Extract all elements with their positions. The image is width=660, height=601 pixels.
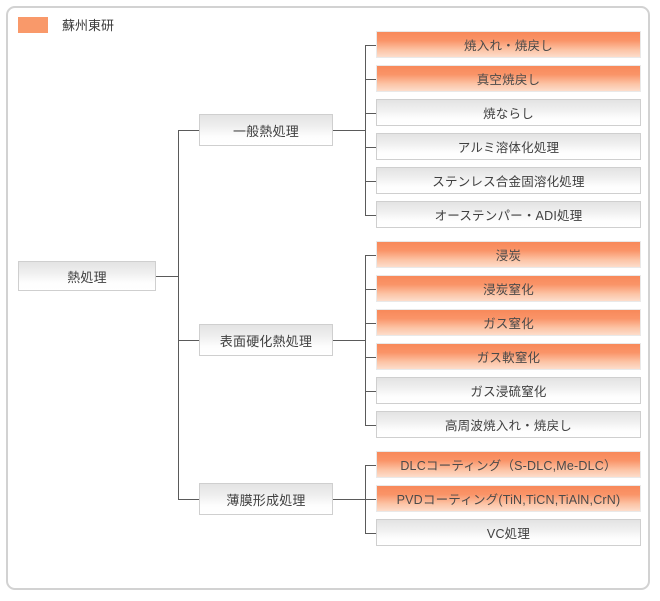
- tree-leaf-node[interactable]: ステンレス合金固溶化処理: [376, 167, 641, 194]
- connector-root-stub: [156, 276, 178, 277]
- tree-leaf-node[interactable]: PVDコーティング(TiN,TiCN,TiAlN,CrN): [376, 485, 641, 512]
- legend-color-swatch: [18, 17, 48, 33]
- connector-leaf-stub: [365, 45, 376, 46]
- connector-root-to-mid: [178, 499, 199, 500]
- connector-root-to-mid: [178, 340, 199, 341]
- tree-branch-node[interactable]: 表面硬化熱処理: [199, 324, 333, 356]
- tree-node-root[interactable]: 熱処理: [18, 261, 156, 291]
- connector-leaf-stub: [365, 181, 376, 182]
- tree-leaf-node[interactable]: ガス窒化: [376, 309, 641, 336]
- connector-leaf-stub: [365, 215, 376, 216]
- connector-leaf-stub: [365, 113, 376, 114]
- tree-leaf-node[interactable]: DLCコーティング（S-DLC,Me-DLC）: [376, 451, 641, 478]
- tree-leaf-node[interactable]: VC処理: [376, 519, 641, 546]
- connector-leaf-stub: [365, 533, 376, 534]
- connector-mid-to-leaves: [333, 130, 365, 131]
- tree-leaf-node[interactable]: ガス浸硫窒化: [376, 377, 641, 404]
- tree-leaf-node[interactable]: オーステンパー・ADI処理: [376, 201, 641, 228]
- connector-leaf-stub: [365, 289, 376, 290]
- tree-branch-node[interactable]: 一般熱処理: [199, 114, 333, 146]
- connector-leaf-stub: [365, 465, 376, 466]
- connector-leaf-stub: [365, 391, 376, 392]
- connector-mid-to-leaves: [333, 340, 365, 341]
- connector-leaf-stub: [365, 425, 376, 426]
- tree-leaf-node[interactable]: 浸炭窒化: [376, 275, 641, 302]
- tree-leaf-node[interactable]: アルミ溶体化処理: [376, 133, 641, 160]
- legend-label: 蘇州東研: [62, 17, 115, 33]
- connector-branch-trunk: [365, 45, 366, 215]
- tree-leaf-node[interactable]: ガス軟窒化: [376, 343, 641, 370]
- connector-leaf-stub: [365, 79, 376, 80]
- connector-leaf-stub: [365, 357, 376, 358]
- tree-leaf-node[interactable]: 浸炭: [376, 241, 641, 268]
- diagram-frame: [6, 6, 650, 590]
- connector-leaf-stub: [365, 147, 376, 148]
- connector-leaf-stub: [365, 323, 376, 324]
- connector-root-trunk: [178, 130, 179, 499]
- connector-mid-to-leaves: [333, 499, 365, 500]
- legend: 蘇州東研: [18, 14, 114, 36]
- tree-leaf-node[interactable]: 焼入れ・焼戻し: [376, 31, 641, 58]
- connector-branch-trunk: [365, 465, 366, 533]
- tree-branch-node[interactable]: 薄膜形成処理: [199, 483, 333, 515]
- connector-root-to-mid: [178, 130, 199, 131]
- connector-leaf-stub: [365, 499, 376, 500]
- connector-leaf-stub: [365, 255, 376, 256]
- tree-leaf-node[interactable]: 焼ならし: [376, 99, 641, 126]
- connector-branch-trunk: [365, 255, 366, 425]
- tree-leaf-node[interactable]: 高周波焼入れ・焼戻し: [376, 411, 641, 438]
- tree-leaf-node[interactable]: 真空焼戻し: [376, 65, 641, 92]
